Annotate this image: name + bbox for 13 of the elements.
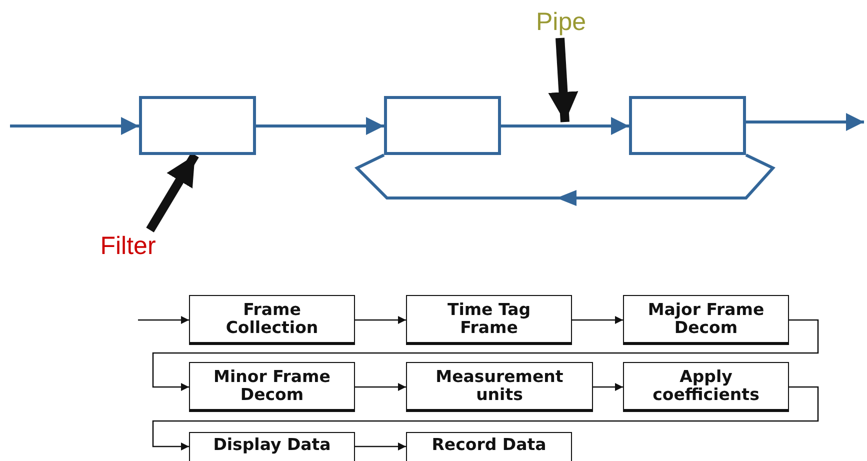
process-box: Apply coefficients [623,362,789,412]
process-box: Measurement units [406,362,593,412]
process-box: Frame Collection [189,295,355,345]
process-box [384,96,501,155]
callout-label: Pipe [530,6,592,38]
process-box [629,96,746,155]
process-box: Minor Frame Decom [189,362,355,412]
callout-label: Filter [93,230,163,262]
process-box: Time Tag Frame [406,295,572,345]
process-box: Record Data [406,432,572,461]
process-box: Major Frame Decom [623,295,789,345]
process-box [139,96,256,155]
process-box: Display Data [189,432,355,461]
